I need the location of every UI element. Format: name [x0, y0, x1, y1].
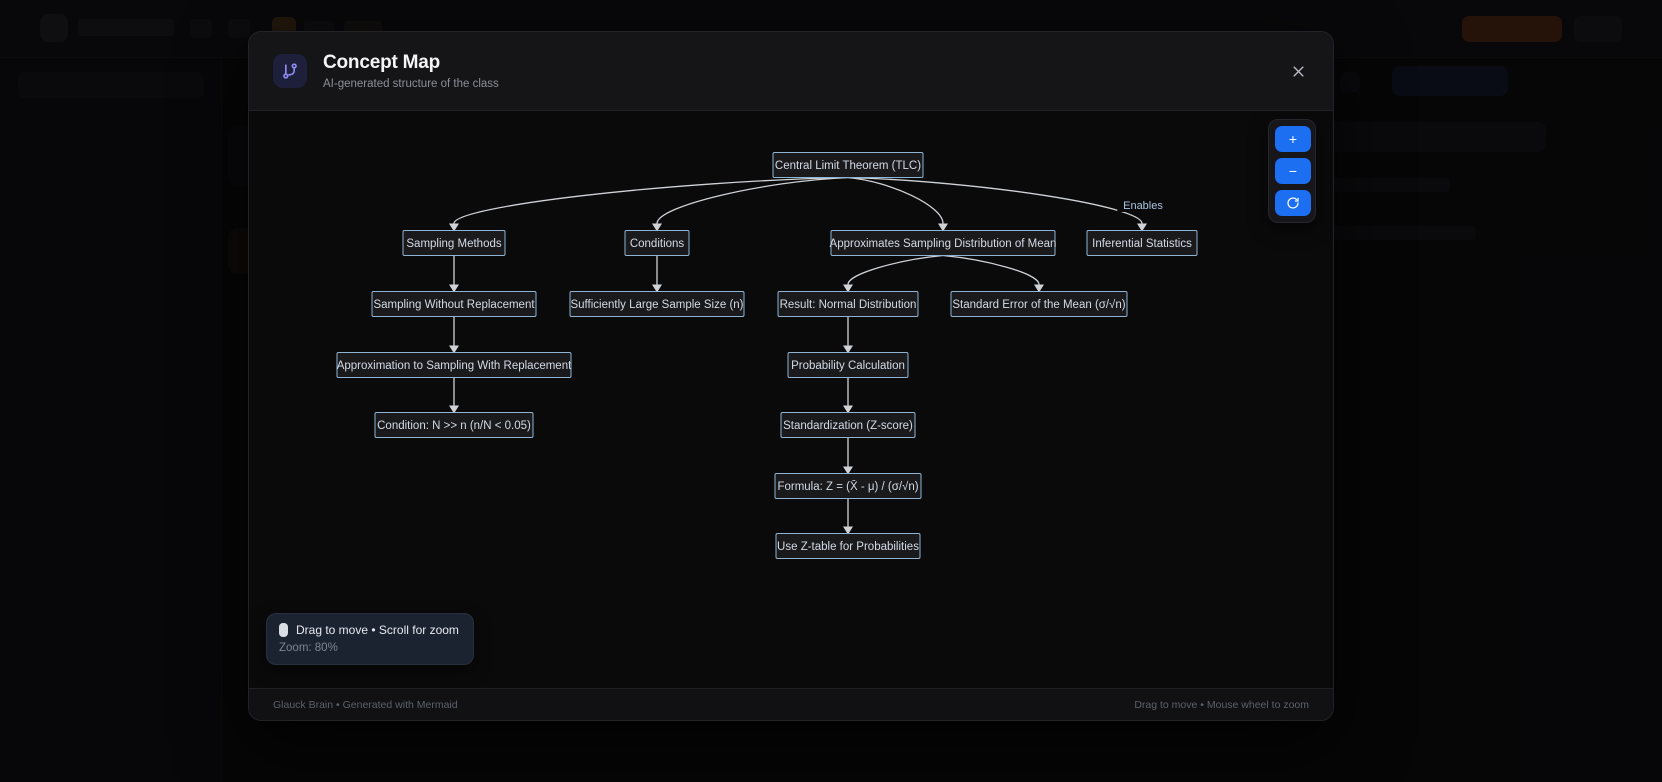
node-label: Central Limit Theorem (TLC) [775, 160, 921, 172]
edge-approxrep-to-cond [449, 377, 459, 414]
node-label: Inferential Statistics [1092, 238, 1192, 250]
git-branch-icon [273, 54, 307, 88]
edge-formula-to-ztable [843, 498, 853, 535]
diagram-canvas[interactable]: Central Limit Theorem (TLC) Sampling Meth… [249, 111, 1333, 688]
node-label: Approximation to Sampling With Replaceme… [337, 360, 572, 372]
node-label: Result: Normal Distribution [780, 299, 917, 311]
zoom-in-button[interactable]: + [1275, 126, 1311, 152]
node-label: Conditions [630, 238, 685, 250]
zoom-level-text: Zoom: 80% [279, 642, 338, 654]
concept-map-graph: Central Limit Theorem (TLC) Sampling Meth… [336, 152, 1198, 559]
drag-hint-text: Drag to move • Scroll for zoom [296, 623, 459, 637]
edge-swr-to-approxrep [449, 316, 459, 354]
concept-map-modal: Concept Map AI-generated structure of th… [248, 31, 1334, 721]
edges-layer [449, 176, 1147, 535]
node-label: Formula: Z = (X̄ - μ) / (σ/√n) [777, 480, 918, 493]
node-label: Approximates Sampling Distribution of Me… [830, 238, 1057, 250]
node-sem[interactable]: Standard Error of the Mean (σ/√n) [950, 291, 1128, 317]
edge-clt-to-infstat [847, 176, 1147, 232]
node-label: Condition: N >> n (n/N < 0.05) [377, 420, 531, 432]
drag-hint-row: Drag to move • Scroll for zoom [279, 623, 459, 637]
close-icon[interactable] [1285, 58, 1311, 84]
page-title: Concept Map [323, 51, 441, 73]
node-label: Sampling Methods [406, 238, 501, 250]
edge-clt-to-sampling [449, 176, 849, 232]
edge-zscore-to-formula [843, 437, 853, 475]
node-approx[interactable]: Approximates Sampling Distribution of Me… [830, 230, 1057, 256]
footer-credit: Glauck Brain • Generated with Mermaid [273, 698, 458, 711]
drag-hint-card: Drag to move • Scroll for zoom Zoom: 80% [266, 613, 474, 665]
node-label: Use Z-table for Probabilities [777, 541, 919, 553]
node-sampling[interactable]: Sampling Methods [402, 230, 506, 256]
reset-view-button[interactable] [1275, 190, 1311, 216]
node-ztable[interactable]: Use Z-table for Probabilities [775, 533, 921, 559]
node-normal[interactable]: Result: Normal Distribution [777, 291, 919, 317]
node-label: Sampling Without Replacement [373, 299, 535, 311]
edge-labels-layer: Enables [1117, 197, 1169, 212]
edge-approx-to-sem [942, 254, 1044, 293]
edge-normal-to-prob [843, 316, 853, 354]
node-approxrep[interactable]: Approximation to Sampling With Replaceme… [336, 352, 572, 378]
node-swr[interactable]: Sampling Without Replacement [371, 291, 537, 317]
node-infstat[interactable]: Inferential Statistics [1086, 230, 1198, 256]
modal-header-texts: Concept Map AI-generated structure of th… [323, 51, 499, 92]
edge-prob-to-zscore [843, 377, 853, 414]
node-label: Standard Error of the Mean (σ/√n) [952, 298, 1125, 311]
node-formula[interactable]: Formula: Z = (X̄ - μ) / (σ/√n) [774, 473, 922, 499]
mouse-icon [279, 623, 288, 637]
edge-conds-to-largen [652, 255, 662, 293]
node-clt[interactable]: Central Limit Theorem (TLC) [772, 152, 924, 178]
modal-subtitle: AI-generated structure of the class [323, 77, 499, 90]
edge-sampling-to-swr [449, 255, 459, 293]
node-prob[interactable]: Probability Calculation [787, 352, 909, 378]
node-label: Probability Calculation [791, 360, 905, 372]
edge-clt-to-conds [652, 176, 849, 232]
zoom-out-button[interactable]: − [1275, 158, 1311, 184]
node-label: Sufficiently Large Sample Size (n) [570, 299, 743, 311]
modal-header: Concept Map AI-generated structure of th… [249, 32, 1333, 111]
node-zscore[interactable]: Standardization (Z-score) [780, 412, 916, 438]
node-cond[interactable]: Condition: N >> n (n/N < 0.05) [374, 412, 534, 438]
node-largen[interactable]: Sufficiently Large Sample Size (n) [569, 291, 745, 317]
edge-label-0: Enables [1117, 197, 1169, 212]
zoom-controls: + − [1268, 119, 1316, 223]
edge-clt-to-approx [847, 176, 948, 232]
edge-approx-to-normal [843, 254, 944, 293]
modal-footer: Glauck Brain • Generated with Mermaid Dr… [249, 688, 1333, 720]
nodes-layer: Central Limit Theorem (TLC) Sampling Meth… [336, 152, 1198, 559]
node-conds[interactable]: Conditions [624, 230, 690, 256]
svg-text:Enables: Enables [1123, 200, 1163, 212]
node-label: Standardization (Z-score) [783, 420, 913, 432]
footer-hint: Drag to move • Mouse wheel to zoom [1134, 698, 1309, 711]
